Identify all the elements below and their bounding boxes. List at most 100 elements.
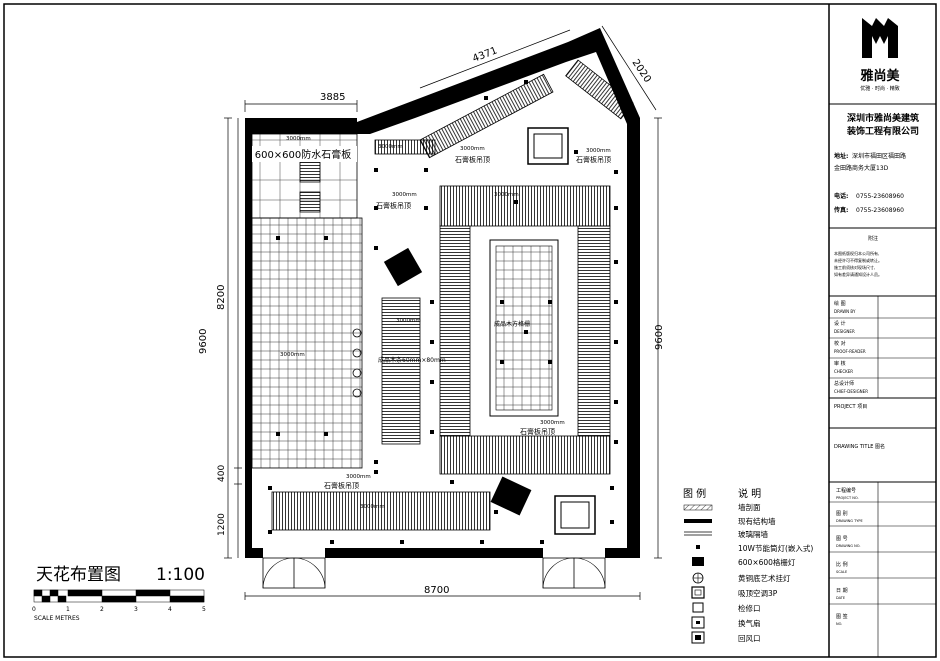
left-grid-ceiling: [251, 217, 363, 469]
scale-tick-5: 5: [202, 606, 206, 613]
fax-value: 0755-23608960: [856, 207, 904, 214]
dim-top-right-diag: 2020: [630, 58, 653, 85]
ceiling-labels: 石膏板吊顶 石膏板吊顶 石膏板吊顶 石膏板吊顶 石膏板吊顶 3000mm 300…: [280, 136, 611, 510]
scale-tick-4: 4: [168, 606, 172, 613]
height-label-j: 3000mm: [346, 474, 371, 480]
note-line: 未经许可不得复制或转让。: [834, 257, 882, 263]
tel-label: 电话:: [834, 192, 848, 200]
legend-header-desc: 说 明: [738, 487, 761, 500]
tb-row-cn: 绘 图: [834, 300, 846, 307]
solid-wall-icon: [684, 519, 712, 523]
tb-row-en: DRAWN BY: [834, 309, 856, 314]
tb-bottom-cn: 图 号: [836, 536, 848, 542]
building-walls: [245, 28, 640, 558]
height-label-g: 3000mm: [280, 352, 305, 358]
address-label: 地址:: [834, 152, 848, 160]
drawing-title: 天花布置图: [36, 565, 121, 585]
tb-row-cn: 总设计师: [834, 380, 854, 387]
project-label: PROJECT 项目: [834, 404, 867, 410]
tb-bottom-en: DRAWING NO.: [836, 544, 860, 548]
dim-left-upper: 8200: [216, 285, 227, 310]
notes-title: 附注: [868, 235, 878, 242]
legend-item-text: 黄铜底艺术挂灯: [738, 573, 791, 583]
height-label-a: 3000mm: [286, 136, 311, 142]
entrance-doors: [262, 547, 606, 589]
wood-grid-label: 成品木方格栅: [494, 320, 530, 328]
tb-bottom-en: DRAWING TYPE: [836, 519, 863, 523]
vent-icon: [691, 631, 705, 644]
wood-slat-panels: [271, 59, 634, 531]
height-label-k: 3000mm: [360, 504, 385, 510]
gypsum-label-1: 石膏板吊顶: [455, 155, 490, 164]
note-line: 如有差异请通知设计人员。: [834, 271, 882, 277]
height-label-b: 3000mm: [378, 144, 403, 150]
company-name-line1: 深圳市雅尚美建筑: [847, 112, 919, 124]
ac-icon: [691, 586, 705, 599]
tb-row-en: CHECKER: [834, 369, 853, 374]
tb-bottom-en: DATE: [836, 596, 845, 600]
tb-bottom-cn: 比 例: [836, 561, 848, 568]
dim-top-left: 3885: [320, 92, 345, 103]
fan-icon: [691, 616, 705, 629]
waterproof-board-zone: 600×600防水石膏板: [251, 133, 358, 219]
drawing-scale: 1:100: [156, 565, 205, 585]
sheet-border: [3, 3, 937, 658]
address-value-2: 金田路商务大厦13D: [834, 164, 889, 172]
ceiling-fixtures: [352, 127, 596, 535]
scale-tick-1: 1: [66, 606, 70, 613]
access-icon: [692, 602, 704, 613]
title-block: 雅尚美 优雅 · 时尚 · 精致 深圳市雅尚美建筑 装饰工程有限公司 地址: 深…: [829, 18, 936, 657]
tb-bottom-en: PROJECT NO.: [836, 496, 859, 500]
tb-row-cn: 审 核: [834, 360, 846, 367]
tb-bottom-en: NO.: [836, 622, 842, 626]
waterproof-board-label: 600×600防水石膏板: [255, 148, 352, 161]
fax-label: 传真:: [833, 206, 848, 214]
tb-bottom-cn: 工程编号: [836, 487, 856, 494]
legend-item-text: 600×600格栅灯: [738, 557, 796, 567]
logo-text: 雅尚美: [860, 68, 900, 84]
tb-row-en: DESIGNER: [834, 329, 855, 334]
tb-row-cn: 设 计: [834, 320, 846, 327]
note-line: 本图纸版权归本公司所有,: [834, 250, 879, 256]
dimension-lines: [224, 25, 662, 600]
company-name-line2: 装饰工程有限公司: [846, 125, 919, 137]
tb-row-en: CHIEF-DESIGNER: [834, 389, 868, 394]
height-label-i: 3000mm: [540, 420, 565, 426]
legend-header-symbol: 图 例: [683, 487, 706, 500]
legend-item-text: 吸顶空调3P: [738, 588, 778, 598]
tb-bottom-en: SCALE: [836, 570, 847, 574]
gypsum-label-3: 石膏板吊顶: [376, 201, 411, 210]
logo-subtitle: 优雅 · 时尚 · 精致: [860, 85, 900, 92]
dim-left-mid: 400: [217, 465, 227, 482]
legend-item-text: 墙剖面: [738, 502, 761, 512]
legend-item-text: 回风口: [738, 634, 761, 643]
legend-item-text: 检修口: [738, 603, 761, 613]
dim-right-total: 9600: [654, 325, 665, 350]
tb-row-cn: 校 对: [834, 340, 846, 347]
downlights: [268, 80, 618, 544]
scale-bar: [33, 589, 205, 603]
tb-row-en: PROOF-READER: [834, 349, 866, 354]
legend: 图 例 说 明 墙剖面 现有结构墙 玻璃隔墙 10W节能筒灯(嵌入式) 600×…: [683, 487, 813, 644]
height-label-h: 3000mm: [396, 318, 421, 324]
pendant-icon: [692, 572, 704, 584]
height-label-c: 3000mm: [460, 146, 485, 152]
scale-tick-0: 0: [32, 606, 36, 613]
address-value: 深圳市福田区福田路: [852, 152, 906, 160]
legend-item-text: 现有结构墙: [738, 516, 776, 526]
height-label-d: 3000mm: [586, 148, 611, 154]
drawing-title-block: 天花布置图 1:100 0 1 2 3 4 5 SCALE METRES: [32, 565, 206, 622]
tb-bottom-cn: 图 别: [836, 510, 848, 517]
height-label-f: 3000mm: [494, 192, 519, 198]
legend-item-text: 玻璃隔墙: [738, 529, 768, 539]
dim-bottom: 8700: [424, 585, 449, 596]
hatch-icon: [683, 504, 713, 511]
tb-bottom-cn: 图 签: [836, 613, 848, 620]
tb-bottom-cn: 日 期: [836, 588, 848, 594]
slat-note-label: 成品木条60mm×80mm: [378, 356, 446, 364]
gypsum-label-2: 石膏板吊顶: [576, 155, 611, 164]
dim-left-total: 9600: [198, 329, 209, 354]
legend-item-text: 换气扇: [738, 618, 761, 628]
